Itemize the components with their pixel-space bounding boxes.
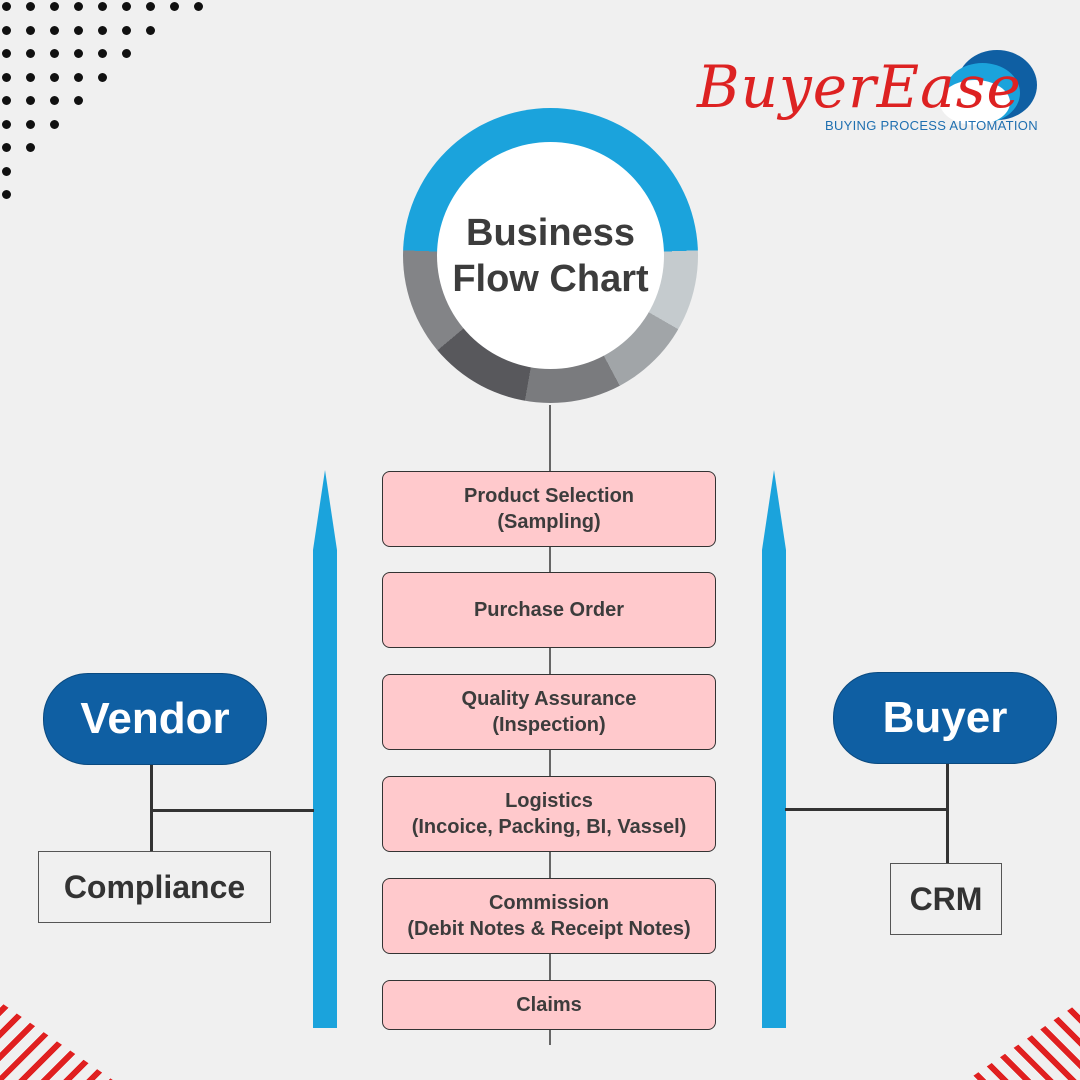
step-product-selection: Product Selection (Sampling) (382, 471, 716, 547)
step-title: Product Selection (463, 485, 635, 507)
step-claims: Claims (382, 980, 716, 1030)
step-title: Commission (488, 892, 610, 914)
compliance-box: Compliance (38, 851, 271, 923)
dot (2, 25, 11, 35)
step-quality-assurance: Quality Assurance (Inspection) (382, 674, 716, 750)
buyer-arrow (762, 470, 786, 1028)
dot (74, 2, 83, 11)
buyer-pill: Buyer (833, 672, 1057, 764)
dot (50, 25, 59, 35)
red-stripes-bottom-left (0, 995, 120, 1080)
step-purchase-order: Purchase Order (382, 572, 716, 648)
step-logistics: Logistics (Incoice, Packing, BI, Vassel) (382, 776, 716, 852)
dot (26, 96, 35, 105)
vendor-connector (150, 809, 314, 812)
cloud-layer (940, 80, 1010, 125)
dot (26, 119, 35, 129)
dot (122, 2, 131, 11)
vendor-pill: Vendor (43, 673, 267, 765)
dot (2, 190, 11, 199)
dot (50, 2, 59, 11)
step-title: Purchase Order (473, 599, 625, 621)
dot (2, 143, 11, 152)
dot (122, 49, 131, 58)
dot (50, 49, 59, 58)
dot (26, 25, 35, 35)
dot (74, 25, 83, 35)
dot (50, 72, 59, 82)
dot (122, 25, 131, 35)
buyerease-logo: BuyerEase BUYING PROCESS AUTOMATION (695, 45, 1065, 145)
dot (2, 72, 11, 82)
dot (26, 49, 35, 58)
hub-title: Business Flow Chart (437, 142, 664, 369)
step-title: Claims (516, 994, 582, 1016)
dot (50, 119, 59, 129)
dot (74, 49, 83, 58)
vendor-arrow (313, 470, 337, 1028)
logo-tagline: BUYING PROCESS AUTOMATION (825, 118, 1038, 133)
dot (74, 96, 83, 105)
dot (26, 2, 35, 11)
dot (2, 166, 11, 176)
dot (170, 2, 179, 11)
dot (98, 49, 107, 58)
dot (98, 72, 107, 82)
dot (146, 25, 155, 35)
crm-box: CRM (890, 863, 1002, 935)
dot (50, 96, 59, 105)
dot (26, 143, 35, 152)
dot (2, 96, 11, 105)
dot (74, 72, 83, 82)
logo-brand: BuyerEase (697, 53, 1022, 121)
dot (2, 49, 11, 58)
step-subtitle: (Inspection) (492, 714, 606, 736)
dot (2, 119, 11, 129)
dot (98, 25, 107, 35)
dot (146, 2, 155, 11)
buyer-connector (946, 764, 949, 864)
step-subtitle: (Incoice, Packing, BI, Vassel) (411, 816, 687, 838)
red-stripes-bottom-right (960, 995, 1080, 1080)
vendor-connector (150, 764, 153, 852)
step-title: Quality Assurance (461, 688, 637, 710)
step-commission: Commission (Debit Notes & Receipt Notes) (382, 878, 716, 954)
dot (194, 2, 203, 11)
step-title: Logistics (505, 790, 593, 812)
buyer-connector (785, 808, 949, 811)
dot (98, 2, 107, 11)
dot (2, 2, 11, 11)
step-subtitle: (Debit Notes & Receipt Notes) (407, 918, 691, 940)
step-subtitle: (Sampling) (497, 511, 601, 533)
dot (26, 72, 35, 82)
